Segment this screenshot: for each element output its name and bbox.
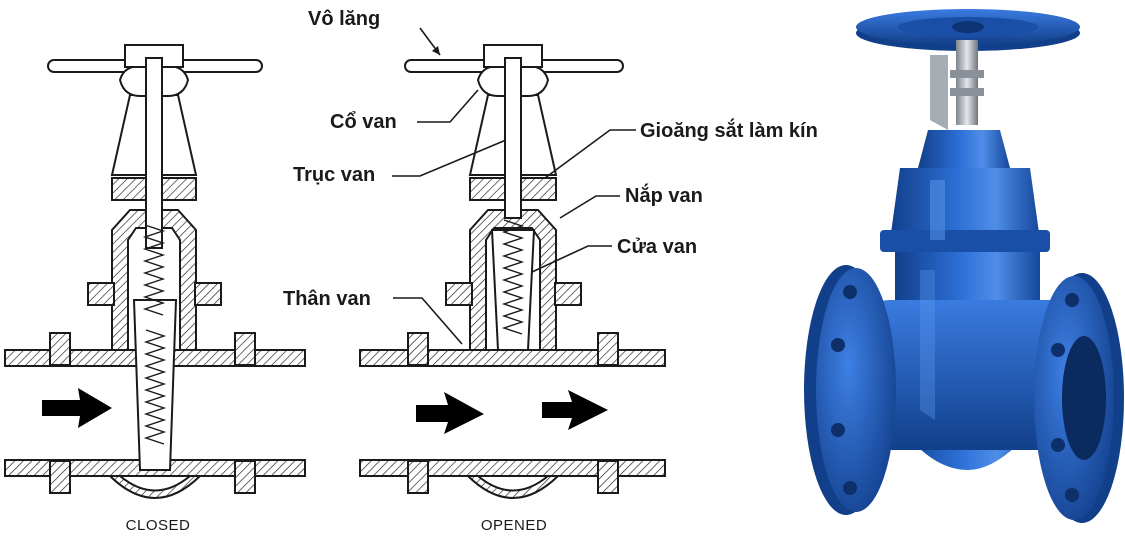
callouts: Vô lăng Cổ van Gioăng sắt làm kín Trục v… (283, 8, 818, 345)
label-bonnet: Nắp van (625, 183, 703, 207)
label-gasket: Gioăng sắt làm kín (640, 118, 818, 142)
flow-arrow-opened-2 (542, 390, 608, 430)
label-stem: Trục van (293, 164, 375, 186)
caption-opened: OPENED (481, 517, 547, 534)
opened-valve-drawing: OPENED (359, 44, 666, 534)
flow-arrow-closed (42, 388, 112, 428)
closed-valve-drawing: CLOSED (4, 44, 306, 534)
label-neck: Cổ van (330, 111, 397, 133)
blue-gate-valve-illustration (804, 9, 1124, 523)
caption-closed: CLOSED (126, 517, 191, 534)
label-body: Thân van (283, 288, 371, 310)
flow-arrow-opened-1 (416, 392, 484, 434)
label-handwheel: Vô lăng (308, 8, 380, 30)
label-gate: Cửa van (617, 236, 697, 258)
